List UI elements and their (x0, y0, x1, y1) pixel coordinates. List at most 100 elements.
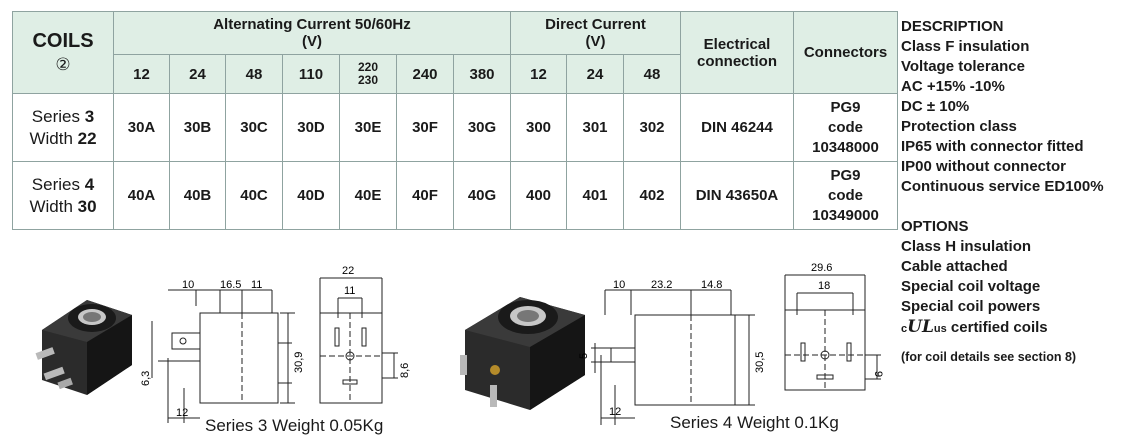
code-cell: 30C (225, 93, 283, 162)
coils-mark: ② (55, 55, 71, 74)
ac-voltage-12: 12 (113, 54, 170, 94)
coil-details-note: (for coil details see section 8) (901, 350, 1077, 364)
coils-label: COILS (32, 30, 94, 52)
dim-12: 12 (176, 407, 188, 419)
options-line: Class H insulation (901, 238, 1032, 255)
description-line: Protection class (901, 118, 1017, 135)
ac-voltage-110: 110 (282, 54, 340, 94)
dim-18: 18 (818, 280, 830, 292)
code-cell: 40E (339, 161, 397, 230)
dim-12: 12 (609, 406, 621, 418)
dim-10: 10 (182, 279, 194, 291)
connector-line1: PG9 (830, 98, 861, 116)
coils-table: COILS ② Alternating Current 50/60Hz (V) … (12, 11, 898, 230)
dim-29-6: 29.6 (811, 262, 832, 274)
code-cell: 402 (623, 161, 681, 230)
series-3-caption: Series 3 Weight 0.05Kg (205, 416, 384, 435)
code-cell: 30G (453, 93, 511, 162)
series-3-coil-photo (35, 300, 132, 395)
certified-text: certified coils (946, 319, 1048, 336)
series-prefix: Series (31, 106, 85, 126)
code-cell: 302 (623, 93, 681, 162)
width-number: 30 (77, 196, 97, 216)
series-4-caption: Series 4 Weight 0.1Kg (670, 413, 839, 432)
electrical-header: Electrical connection (680, 11, 794, 94)
series-3-drawing: 10 16.5 11 22 11 30,9 8,6 6,3 12 (140, 265, 411, 423)
series-number: 4 (84, 174, 95, 194)
description-line: IP65 with connector fitted (901, 138, 1084, 155)
series-number: 3 (84, 106, 95, 126)
code-cell: 30A (113, 93, 170, 162)
dim-11-b: 11 (344, 285, 355, 297)
code-cell: 30E (339, 93, 397, 162)
table-row-series-4: Series 4 Width 30 40A 40B 40C 40D 40E 40… (12, 161, 898, 230)
description-line: Class F insulation (901, 38, 1030, 55)
code-cell: 40G (453, 161, 511, 230)
connectors-header-label: Connectors (803, 44, 888, 61)
options-title: OPTIONS (901, 218, 969, 235)
width-prefix: Width (29, 128, 78, 148)
dim-9: 9 (872, 371, 884, 377)
code-cell: 40C (225, 161, 283, 230)
connector-line2: code (827, 186, 863, 204)
connectors-header: Connectors (793, 11, 898, 94)
description-line: AC +15% -10% (901, 78, 1005, 95)
ac-voltage-220-230: 220 230 (339, 54, 397, 94)
dim-10: 10 (613, 279, 625, 291)
code-cell: 30F (396, 93, 454, 162)
connector-line3: 10349000 (812, 206, 879, 224)
options-line: Special coil powers (901, 298, 1041, 315)
connector-line3: 10348000 (812, 138, 879, 156)
code-cell: 30D (282, 93, 340, 162)
electrical-cell: DIN 46244 (680, 93, 794, 162)
ac-header-line2: (V) (302, 33, 322, 50)
ac-voltage-380: 380 (453, 54, 511, 94)
coils-header: COILS ② (12, 11, 114, 94)
connector-cell: PG9 code 10349000 (793, 161, 898, 230)
options-line: Special coil voltage (901, 278, 1041, 295)
code-cell: 400 (510, 161, 567, 230)
code-cell: 30B (169, 93, 226, 162)
code-cell: 40A (113, 161, 170, 230)
dim-16-5: 16.5 (220, 279, 241, 291)
code-cell: 301 (566, 93, 624, 162)
dc-voltage-12: 12 (510, 54, 567, 94)
options-line: Cable attached (901, 258, 1008, 275)
dc-header: Direct Current (V) (510, 11, 681, 55)
electrical-header-line1: Electrical (703, 35, 771, 53)
dc-voltage-24: 24 (566, 54, 624, 94)
description-panel: DESCRIPTION Class F insulation Voltage t… (901, 17, 1104, 367)
dim-8-6: 8,6 (399, 363, 411, 378)
dim-22: 22 (342, 265, 354, 277)
dim-11: 11 (251, 279, 262, 291)
table-row-series-3: Series 3 Width 22 30A 30B 30C 30D 30E 30… (12, 93, 898, 162)
ac-voltage-48: 48 (225, 54, 283, 94)
connector-cell: PG9 code 10348000 (793, 93, 898, 162)
dim-23-2: 23.2 (651, 279, 672, 291)
electrical-cell: DIN 43650A (680, 161, 794, 230)
certified-line: cULus certified coils (901, 317, 1104, 339)
electrical-header-line2: connection (696, 52, 777, 70)
dc-voltage-48: 48 (623, 54, 681, 94)
description-title: DESCRIPTION (901, 18, 1004, 35)
dim-30-9: 30,9 (293, 352, 305, 373)
description-line: Voltage tolerance (901, 58, 1025, 75)
code-cell: 300 (510, 93, 567, 162)
connector-line1: PG9 (830, 166, 861, 184)
dc-header-line2: (V) (585, 33, 606, 50)
ac-header: Alternating Current 50/60Hz (V) (113, 11, 511, 55)
description-line: IP00 without connector (901, 158, 1067, 175)
series-4-drawing: 10 23.2 14.8 29.6 18 30,5 9 5 12 (578, 262, 884, 425)
dim-30-5: 30,5 (754, 352, 766, 373)
code-cell: 40F (396, 161, 454, 230)
description-line: Continuous service ED100% (901, 178, 1104, 195)
dim-14-8: 14.8 (701, 279, 722, 291)
series-cell: Series 3 Width 22 (12, 93, 114, 162)
dim-6-3: 6,3 (140, 371, 152, 386)
ac-header-line1: Alternating Current 50/60Hz (213, 16, 411, 33)
dim-5: 5 (578, 353, 590, 359)
series-prefix: Series (31, 174, 85, 194)
dc-header-line1: Direct Current (545, 16, 646, 33)
description-line: DC ± 10% (901, 98, 970, 115)
connector-line2: code (827, 118, 863, 136)
